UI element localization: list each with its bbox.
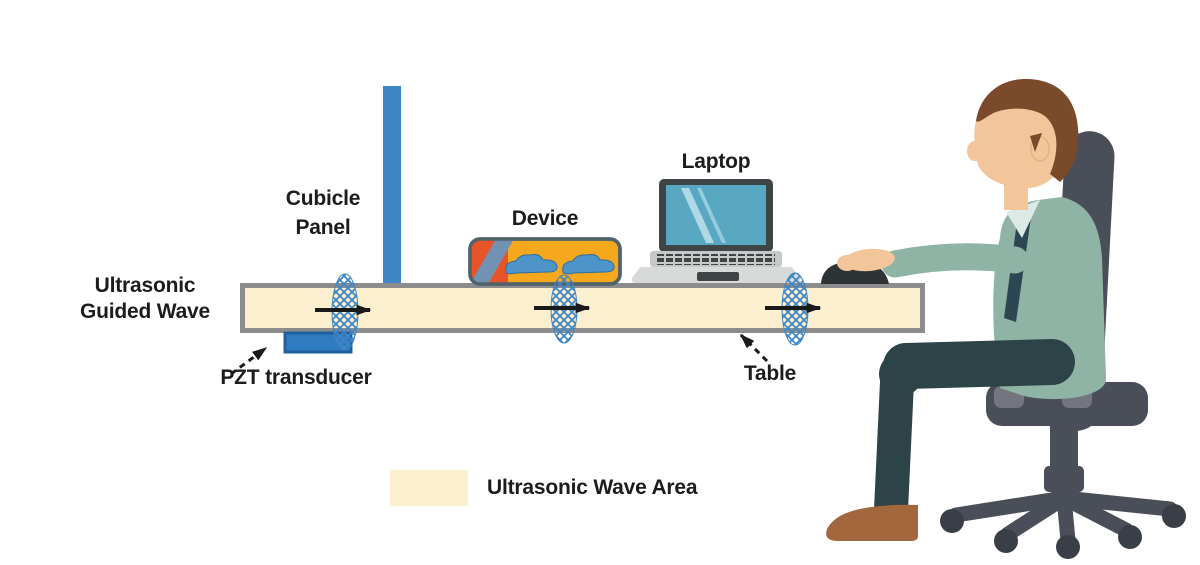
wave-symbol-1 [315, 273, 372, 351]
chair-hub [1050, 484, 1078, 512]
pzt-callout-arrow [230, 346, 268, 376]
wave-symbol-2 [534, 274, 591, 344]
table-callout-arrow [739, 333, 769, 363]
person-shin [874, 365, 914, 527]
device [468, 237, 622, 286]
person-hair [976, 78, 1079, 182]
person-shoe [826, 504, 918, 541]
legend-label: Ultrasonic Wave Area [487, 476, 698, 499]
cubicle-panel [383, 86, 401, 286]
device-pattern-right [562, 254, 615, 275]
device-outline [468, 237, 622, 286]
chair-casters [940, 504, 1186, 559]
device-label: Device [511, 207, 579, 230]
person-nose [967, 141, 983, 161]
person [826, 78, 1107, 541]
laptop-label: Laptop [681, 150, 751, 173]
laptop-screen [666, 185, 766, 245]
screen-reflection [697, 188, 726, 243]
table-label: Table [743, 362, 797, 385]
device-pattern-left [505, 254, 558, 275]
person-arm [881, 243, 1029, 278]
legend-swatch [390, 470, 468, 506]
person-thigh [883, 339, 1075, 389]
wave-symbol-3 [765, 272, 822, 346]
pzt-transducer-label: PZT transducer [220, 366, 372, 389]
laptop-keys [657, 254, 775, 265]
chair-column-collar [1044, 466, 1084, 492]
device-accent-stripe [470, 239, 514, 284]
cubicle-panel-label: Cubicle Panel [285, 187, 361, 239]
guided-wave-label: Ultrasonic Guided Wave [79, 274, 211, 323]
screen-reflection [681, 188, 714, 243]
laptop-touchpad [697, 272, 739, 281]
person-fingers [837, 255, 857, 271]
laptop [631, 179, 801, 283]
person-sideburn [1030, 133, 1042, 152]
